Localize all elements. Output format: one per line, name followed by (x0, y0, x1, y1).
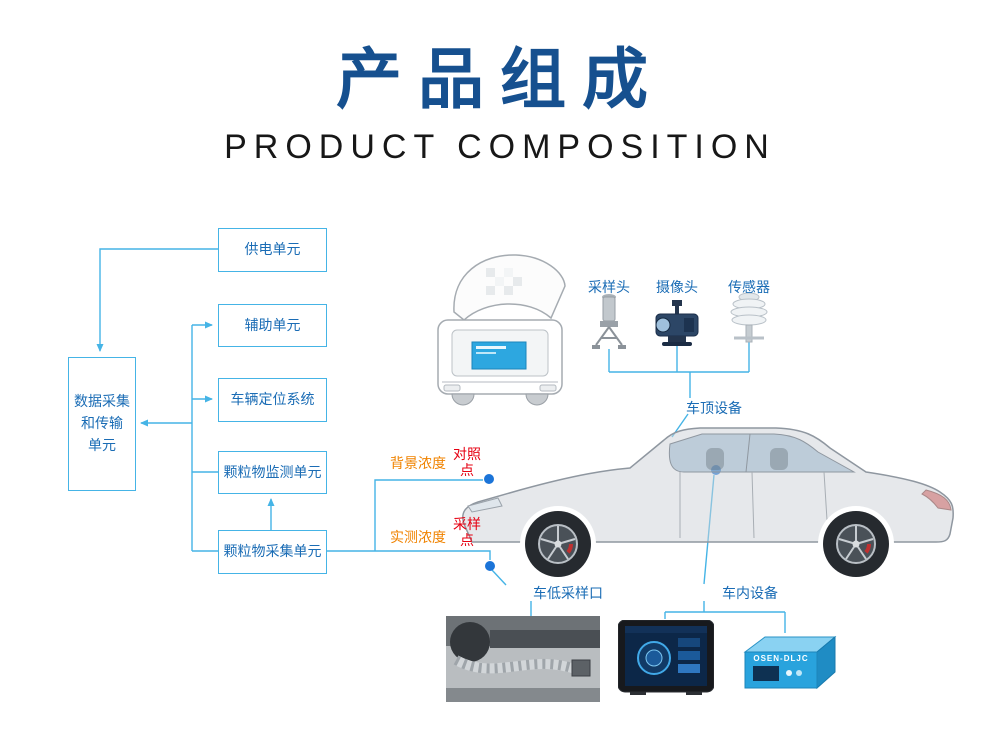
flow-box-label: 数据采集 (74, 393, 130, 410)
page-title: 产品组成 (336, 42, 664, 116)
in-vehicle-equipment-label: 车内设备 (722, 585, 778, 601)
control-point-label: 对照点 (453, 446, 481, 479)
camera-icon (655, 300, 699, 346)
datalogger-device (743, 635, 837, 690)
tablet-display (618, 620, 714, 695)
sampling-point-label: 采样点 (453, 516, 481, 549)
flow-box-label: 和传输 (81, 415, 123, 432)
flow-box-vehicle-positioning: 车辆定位系统 (218, 378, 327, 422)
vehicle-illustration (462, 427, 954, 582)
front-wheel (525, 511, 591, 577)
flow-box-power-unit: 供电单元 (218, 228, 327, 272)
trunk-lid-checker (486, 268, 522, 295)
page-subtitle: PRODUCT COMPOSITION (224, 128, 776, 166)
flow-box-pm-monitoring-unit: 颗粒物监测单元 (218, 451, 327, 494)
flow-box-label: 辅助单元 (244, 316, 301, 333)
datalogger-model-label: OSEN-DLJC (753, 654, 809, 663)
roof-device-label-sampling-head: 采样头 (588, 279, 630, 295)
measured-concentration-label: 实测浓度 (390, 529, 446, 545)
exhaust-sampling-photo (446, 616, 600, 702)
bottom-sampling-port-label: 车低采样口 (533, 585, 603, 601)
flow-box-label: 颗粒物监测单元 (223, 463, 322, 480)
sensor-icon (730, 292, 768, 343)
flow-box-auxiliary-unit: 辅助单元 (218, 304, 327, 347)
roof-device-label-camera: 摄像头 (656, 279, 698, 295)
roof-device-label-sensor: 传感器 (728, 279, 770, 295)
background-concentration-label: 背景浓度 (390, 455, 446, 471)
flow-box-pm-collection-unit: 颗粒物采集单元 (218, 530, 327, 574)
flow-box-data-acquisition-unit: 数据采集 和传输 单元 (68, 357, 136, 491)
sampling-head-icon (592, 294, 626, 349)
flow-box-label: 颗粒物采集单元 (223, 543, 322, 560)
flow-box-label: 车辆定位系统 (230, 391, 315, 408)
flow-box-label: 单元 (88, 436, 116, 453)
roof-equipment-label: 车顶设备 (686, 400, 742, 416)
trunk-equipment-illustration (437, 254, 566, 406)
rear-wheel (823, 511, 889, 577)
flow-box-label: 供电单元 (244, 241, 301, 258)
